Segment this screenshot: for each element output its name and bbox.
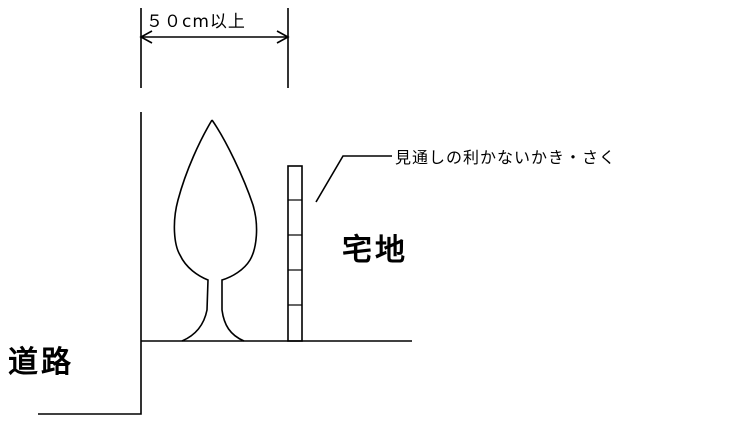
tree-icon [173, 119, 258, 342]
arrowhead-right-icon [276, 30, 290, 44]
road-label: 道路 [8, 345, 74, 380]
residential-land-label: 宅地 [342, 233, 408, 268]
fence-icon [287, 165, 303, 342]
dimension-marker: ５０cm以上 [139, 8, 290, 88]
road-boundary-line [38, 112, 142, 415]
fence-note-label: 見通しの利かないかき・さく [395, 148, 616, 167]
arrowhead-left-icon [139, 30, 153, 44]
leader-line [315, 155, 392, 203]
dimension-label: ５０cm以上 [146, 12, 246, 32]
